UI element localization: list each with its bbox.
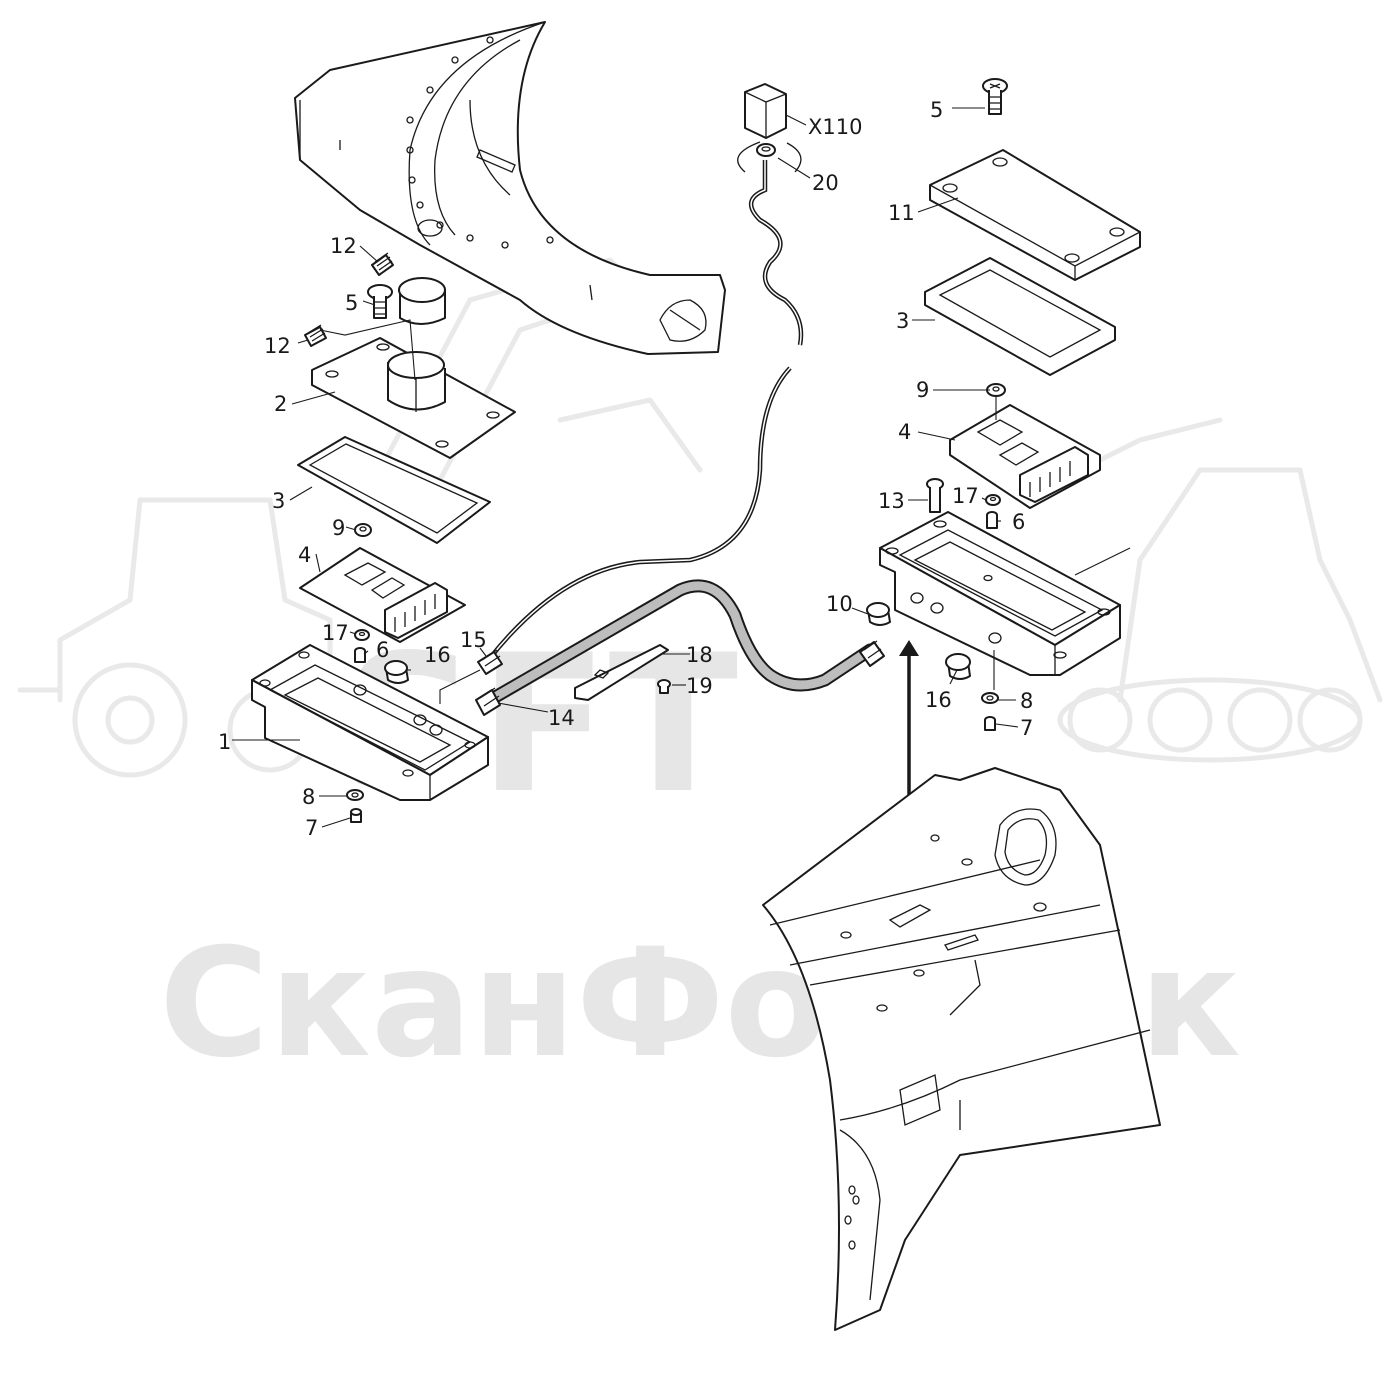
screw-13 — [926, 478, 944, 513]
cable-gland-15 — [477, 649, 503, 675]
cover-plate-11 — [929, 149, 1141, 281]
set-screw-12-lower — [304, 324, 327, 347]
screw-6-left — [354, 647, 366, 663]
callout-16-right: 16 — [925, 688, 952, 712]
callout-10: 10 — [826, 592, 853, 616]
conduit-14-assembly — [475, 579, 885, 716]
callout-6-right: 6 — [1012, 510, 1025, 534]
callout-20: 20 — [812, 171, 839, 195]
screw-6-right — [986, 511, 998, 529]
flange-plate-2 — [311, 337, 516, 459]
callout-3-left: 3 — [272, 489, 285, 513]
callout-7-right: 7 — [1020, 716, 1033, 740]
callout-2: 2 — [274, 392, 287, 416]
nut-20 — [756, 143, 776, 157]
callout-6-left: 6 — [376, 638, 389, 662]
callout-19: 19 — [686, 674, 713, 698]
screw-19 — [657, 679, 671, 694]
screw-7-left — [350, 808, 362, 823]
gasket-3-right — [924, 257, 1116, 376]
callout-8-left: 8 — [302, 785, 315, 809]
callout-x110: X110 — [808, 115, 862, 139]
screw-5-left — [367, 284, 393, 319]
gasket-3-left — [297, 436, 491, 544]
sensor-x110-assembly — [477, 83, 804, 675]
washer-8-right — [981, 692, 999, 704]
frame-section-bottom — [762, 767, 1161, 1331]
sensor-cable-lower — [488, 366, 792, 660]
washer-17-left — [354, 629, 370, 641]
callout-14: 14 — [548, 706, 575, 730]
callout-labels: X110 20 5 12 5 12 2 3 9 4 17 6 16 15 1 8… — [218, 98, 1033, 840]
frame-section-top — [294, 21, 726, 355]
screw-5-right — [982, 78, 1008, 115]
callout-12-lower: 12 — [264, 334, 291, 358]
plug-16-left — [384, 660, 409, 684]
callout-13: 13 — [878, 489, 905, 513]
circuit-board-4-right — [949, 404, 1101, 509]
housing-1-right — [879, 511, 1131, 676]
nut-9-left — [354, 523, 372, 537]
right-junction-assembly — [866, 78, 1141, 731]
callout-3-right: 3 — [896, 309, 909, 333]
callout-4-right: 4 — [898, 420, 911, 444]
callout-17-right: 17 — [952, 484, 979, 508]
sensor-x110 — [744, 83, 787, 139]
callout-5-left: 5 — [345, 291, 358, 315]
set-screw-12-upper — [371, 252, 394, 276]
leader-lines — [232, 107, 1019, 828]
callout-5-right: 5 — [930, 98, 943, 122]
washer-8-left — [346, 789, 364, 801]
callout-7-left: 7 — [305, 816, 318, 840]
screw-7-right — [984, 716, 996, 731]
callout-4-left: 4 — [298, 543, 311, 567]
callout-9-right: 9 — [916, 378, 929, 402]
plug-16-right — [945, 653, 971, 680]
callout-15: 15 — [460, 628, 487, 652]
callout-18: 18 — [686, 643, 713, 667]
watermark-tractor-right — [1057, 417, 1383, 763]
conduit-14 — [483, 579, 877, 707]
left-junction-assembly — [251, 252, 516, 823]
washer-17-right — [985, 494, 1001, 506]
bushing — [398, 277, 446, 325]
plug-10 — [866, 602, 891, 626]
circuit-board-4-left — [299, 547, 466, 643]
conduit-fitting-left — [475, 687, 501, 716]
callout-11: 11 — [888, 201, 915, 225]
clamp-18 — [574, 644, 669, 701]
callout-1: 1 — [218, 730, 231, 754]
callout-17-left: 17 — [322, 621, 349, 645]
callout-9-left: 9 — [332, 516, 345, 540]
conduit-fitting-right — [859, 640, 885, 667]
callout-8-right: 8 — [1020, 689, 1033, 713]
callout-12-upper: 12 — [330, 234, 357, 258]
sensor-cable-upper — [749, 160, 804, 346]
callout-16-left: 16 — [424, 643, 451, 667]
